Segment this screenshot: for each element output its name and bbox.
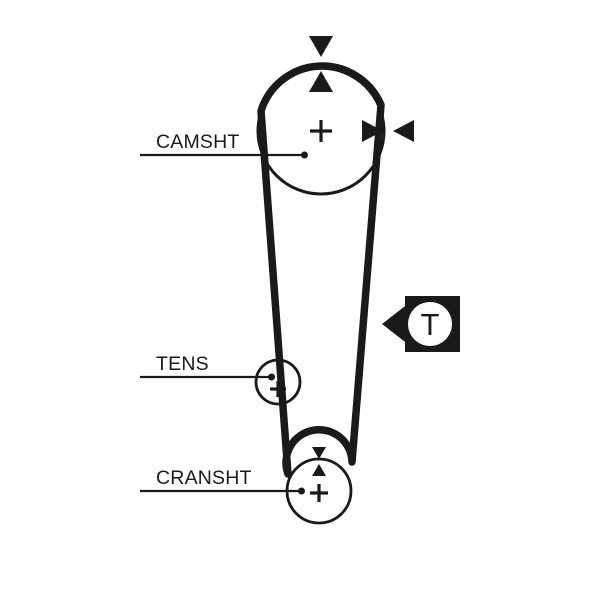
camshaft-leader-dot <box>301 151 308 159</box>
crankshaft-center-cross <box>310 484 328 502</box>
triangle-down-small-icon <box>312 447 326 459</box>
camshaft-pulley[interactable] <box>256 66 386 196</box>
triangle-up-small-icon <box>312 464 326 476</box>
camshaft-label: CAMSHT <box>156 131 240 153</box>
tensioner-label: TENS <box>156 353 209 375</box>
tensioner-center-cross <box>270 381 286 397</box>
triangle-down-icon <box>309 36 333 57</box>
triangle-up-icon <box>309 71 333 92</box>
crankshaft-label: CRANSHT <box>156 467 252 489</box>
camshaft-center-cross <box>310 120 332 142</box>
camshaft-right-timing-marks <box>362 120 414 142</box>
tension-badge[interactable]: T <box>382 296 460 352</box>
tensioner-leader-dot <box>268 373 275 381</box>
triangle-left-icon <box>393 120 414 142</box>
badge-disc <box>408 302 452 346</box>
triangle-right-icon <box>362 120 383 142</box>
crankshaft-top-timing-marks <box>312 447 326 476</box>
crankshaft-leader <box>140 487 305 495</box>
tensioner-pulley-circle <box>254 358 302 406</box>
badge-letter: T <box>421 307 440 342</box>
badge-pointer-icon <box>382 303 409 345</box>
tensioner-pulley[interactable] <box>254 358 302 406</box>
camshaft-leader <box>140 151 308 159</box>
camshaft-pulley-circle <box>256 66 386 196</box>
camshaft-top-timing-marks <box>309 36 333 92</box>
tensioner-leader <box>140 373 275 381</box>
crankshaft-leader-dot <box>298 487 305 495</box>
